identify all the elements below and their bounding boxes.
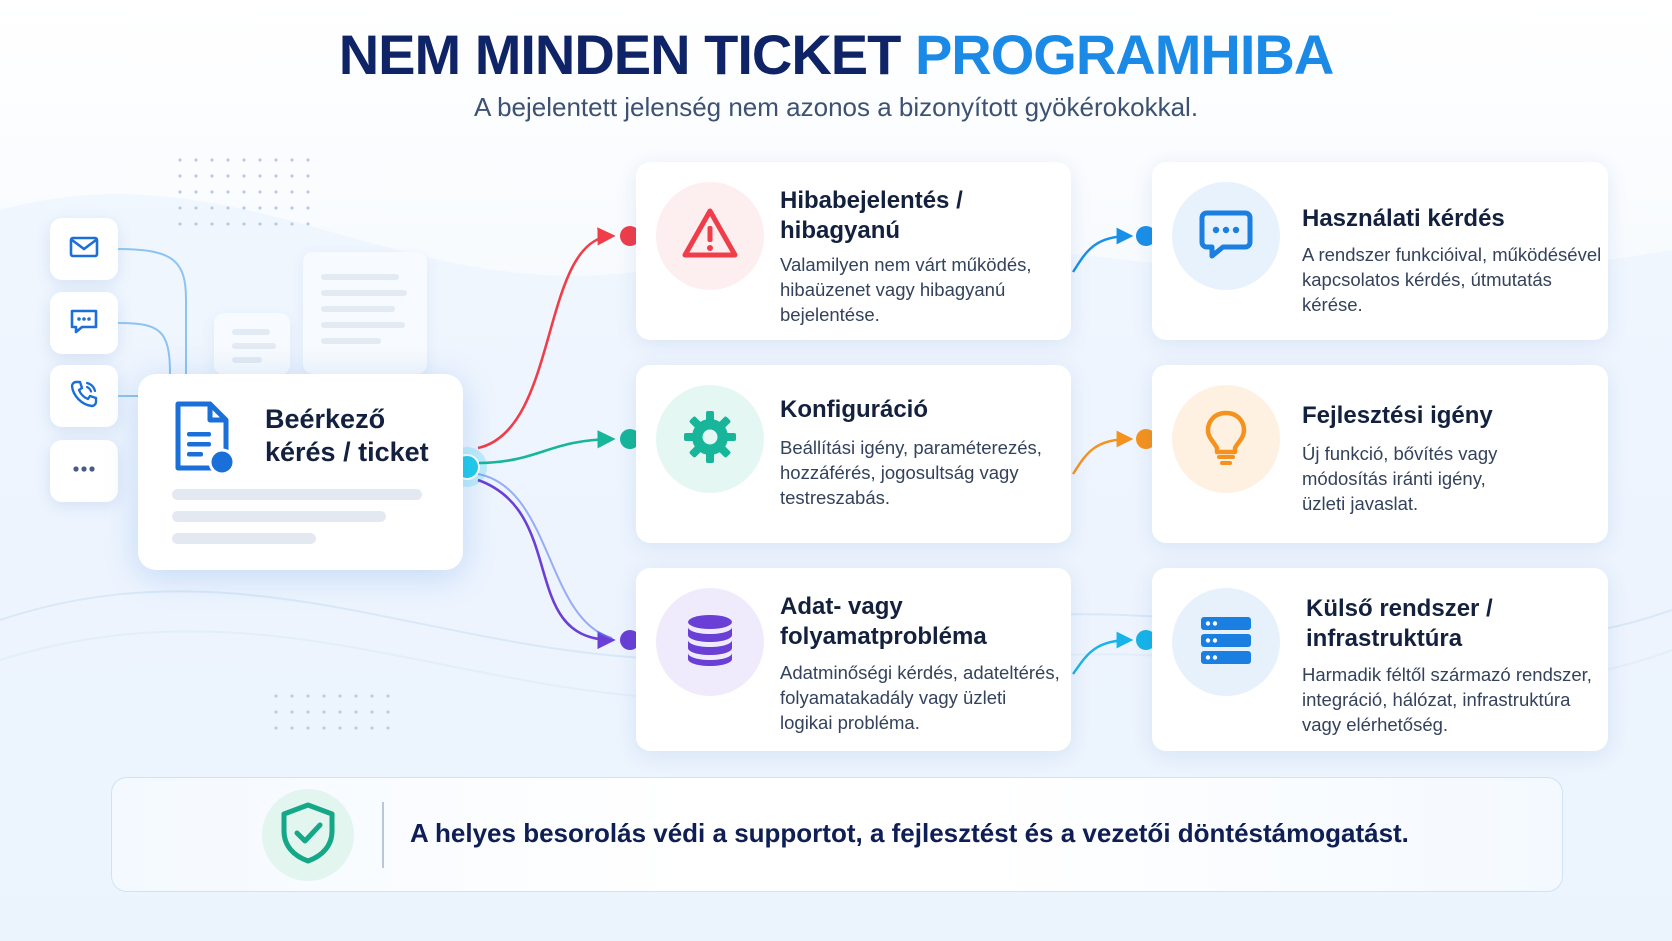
footer-message: A helyes besorolás védi a supportot, a f… bbox=[410, 818, 1409, 848]
phone-icon bbox=[67, 377, 101, 416]
database-icon-circle bbox=[656, 588, 764, 696]
title-part-primary: NEM MINDEN TICKET bbox=[338, 23, 902, 86]
category-description: Valamilyen nem várt működés, hibaüzenet … bbox=[780, 254, 1032, 325]
chat-bubble-icon-circle bbox=[1172, 182, 1280, 290]
dot-grid-top-left bbox=[172, 152, 316, 232]
category-card-external-system[interactable]: Külső rendszer / infrastruktúra Harmadik… bbox=[1152, 568, 1608, 751]
ticket-placeholder-line bbox=[172, 511, 386, 522]
category-description: Harmadik féltől származó rendszer, integ… bbox=[1302, 664, 1592, 735]
ticket-placeholder-line bbox=[172, 489, 422, 500]
gear-icon-circle bbox=[656, 385, 764, 493]
lightbulb-icon-circle bbox=[1172, 385, 1280, 493]
lightbulb-icon bbox=[1197, 408, 1255, 471]
category-description: Új funkció, bővítés vagy módosítás iránt… bbox=[1302, 443, 1498, 514]
incoming-ticket-card[interactable]: Beérkező kérés / ticket bbox=[138, 374, 463, 570]
category-title: Fejlesztési igény bbox=[1302, 402, 1493, 429]
chat-bubble-icon bbox=[1197, 205, 1255, 268]
server-icon-circle bbox=[1172, 588, 1280, 696]
database-icon bbox=[681, 611, 739, 674]
category-card-bug-report[interactable]: Hibabejelentés / hibagyanú Valamilyen ne… bbox=[636, 162, 1071, 340]
page-subtitle: A bejelentett jelenség nem azonos a bizo… bbox=[473, 92, 1199, 122]
shield-check-icon bbox=[278, 801, 338, 870]
category-title: Használati kérdés bbox=[1302, 205, 1505, 232]
more-icon bbox=[67, 452, 101, 491]
category-description: Adatminőségi kérdés, adateltérés, folyam… bbox=[780, 662, 1060, 733]
dot-grid-bottom bbox=[268, 688, 396, 736]
ticket-label: Beérkező kérés / ticket bbox=[265, 404, 429, 467]
gear-icon bbox=[681, 408, 739, 471]
chat-icon bbox=[67, 304, 101, 343]
category-description: Beállítási igény, paraméterezés, hozzáfé… bbox=[780, 437, 1042, 508]
warning-icon-circle bbox=[656, 182, 764, 290]
category-card-data-process[interactable]: Adat- vagy folyamatprobléma Adatminőségi… bbox=[636, 568, 1071, 751]
title-part-accent: PROGRAMHIBA bbox=[914, 23, 1334, 86]
category-card-usage-question[interactable]: Használati kérdés A rendszer funkcióival… bbox=[1152, 162, 1608, 340]
category-title: Hibabejelentés / hibagyanú bbox=[780, 187, 963, 244]
document-icon bbox=[172, 400, 238, 476]
channel-chat[interactable] bbox=[50, 292, 118, 354]
footer-divider bbox=[382, 802, 384, 868]
category-title: Konfiguráció bbox=[780, 396, 928, 423]
channel-email[interactable] bbox=[50, 218, 118, 280]
footer-banner: A helyes besorolás védi a supportot, a f… bbox=[111, 777, 1563, 892]
document-sheet-front bbox=[214, 313, 290, 375]
document-sheet-back bbox=[303, 252, 427, 374]
mail-icon bbox=[67, 230, 101, 269]
channel-more[interactable] bbox=[50, 440, 118, 502]
channel-phone[interactable] bbox=[50, 365, 118, 427]
shield-icon-circle bbox=[262, 789, 354, 881]
page-title: NEM MINDEN TICKET PROGRAMHIBA bbox=[0, 22, 1672, 87]
category-title: Adat- vagy folyamatprobléma bbox=[780, 593, 987, 650]
category-card-feature-request[interactable]: Fejlesztési igény Új funkció, bővítés va… bbox=[1152, 365, 1608, 543]
ticket-placeholder-line bbox=[172, 533, 316, 544]
category-title: Külső rendszer / infrastruktúra bbox=[1306, 595, 1493, 652]
warning-icon bbox=[681, 205, 739, 268]
server-icon bbox=[1197, 611, 1255, 674]
category-description: A rendszer funkcióival, működésével kapc… bbox=[1302, 244, 1602, 315]
category-card-configuration[interactable]: Konfiguráció Beállítási igény, paraméter… bbox=[636, 365, 1071, 543]
